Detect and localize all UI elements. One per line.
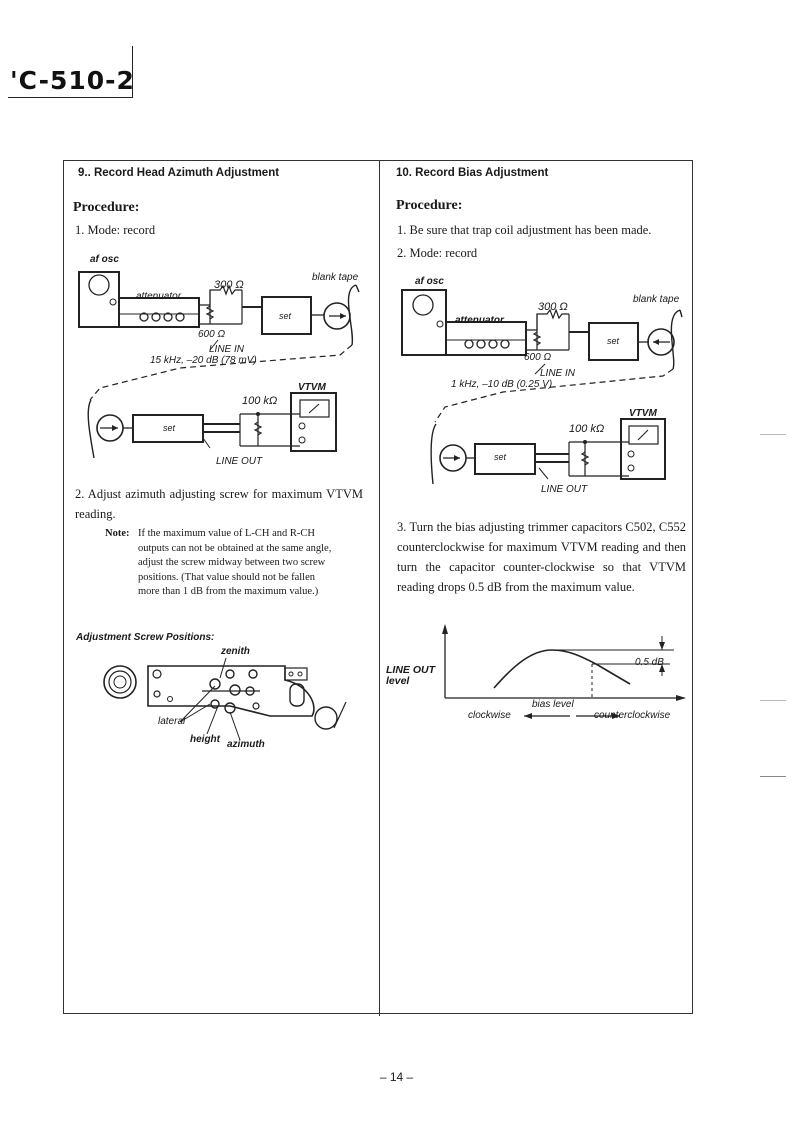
label-600-ohm: 600 Ω	[198, 329, 226, 340]
label-line-in: LINE IN	[209, 344, 245, 355]
left-record-diagram: af osc 300 Ω blank tape attenuator set 6…	[70, 250, 370, 480]
label-vtvm-right: VTVM	[629, 408, 657, 419]
label-azimuth: azimuth	[227, 739, 265, 750]
content-frame	[63, 160, 693, 1014]
label-100k-ohm: 100 kΩ	[242, 395, 278, 407]
label-blank-tape: blank tape	[312, 272, 359, 283]
label-line-out-right: LINE OUT	[541, 484, 588, 495]
label-set: set	[279, 311, 292, 321]
graph-ylabel: LINE OUT level	[386, 664, 435, 687]
label-600-ohm-right: 600 Ω	[524, 352, 552, 363]
label-line-in-right: LINE IN	[540, 368, 576, 379]
screw-positions-title: Adjustment Screw Positions:	[76, 632, 215, 643]
label-300-ohm-right: 300 Ω	[538, 301, 568, 313]
header-rule-horizontal	[8, 97, 133, 98]
edge-mark	[760, 434, 786, 435]
model-number: 'C-510-2	[10, 66, 135, 95]
right-section-title: 10. Record Bias Adjustment	[396, 167, 549, 179]
right-step-3: 3. Turn the bias adjusting trimmer capac…	[397, 520, 686, 594]
label-af-osc: af osc	[90, 254, 119, 265]
label-blank-tape-right: blank tape	[633, 294, 680, 305]
right-record-diagram-art	[401, 289, 683, 485]
page-number: – 14 –	[379, 1070, 414, 1084]
left-section-title: 9.. Record Head Azimuth Adjustment	[78, 167, 280, 179]
screw-positions-art	[103, 657, 347, 741]
header-rule-vertical	[132, 46, 133, 98]
label-set-playback-right: set	[494, 452, 507, 462]
left-step-2: 2. Adjust azimuth adjusting screw for ma…	[75, 487, 363, 521]
left-record-diagram-art	[78, 271, 360, 459]
label-100k-ohm-right: 100 kΩ	[569, 423, 605, 435]
label-300-ohm: 300 Ω	[214, 279, 244, 291]
label-attenuator-right: attenuator	[455, 315, 504, 326]
note-label: Note:	[105, 528, 130, 539]
label-lateral: lateral	[158, 716, 186, 727]
edge-mark	[760, 700, 786, 701]
column-divider	[379, 160, 380, 1016]
graph-clockwise: clockwise	[468, 710, 511, 721]
label-signal-level-right: 1 kHz, –10 dB (0.25 V)	[451, 379, 553, 390]
graph-drop-label: 0.5 dB	[635, 657, 664, 668]
right-step-2: 2. Mode: record	[397, 246, 478, 260]
label-attenuator: attenuator	[136, 291, 182, 302]
label-signal-level: 15 kHz, –20 dB (78 mV)	[150, 355, 257, 366]
bias-graph: LINE OUT level 0.5 dB bias level clockwi…	[384, 620, 689, 730]
label-set-right: set	[607, 336, 620, 346]
graph-xlabel: bias level	[532, 699, 574, 710]
note-text: If the maximum value of L-CH and R-CH ou…	[138, 528, 332, 597]
bias-graph-art	[442, 624, 686, 719]
right-step-1: 1. Be sure that trap coil adjustment has…	[397, 223, 652, 237]
right-record-diagram: af osc 300 Ω blank tape attenuator set 6…	[393, 272, 693, 502]
label-af-osc-right: af osc	[415, 276, 444, 287]
label-height: height	[190, 734, 220, 745]
left-step-1: 1. Mode: record	[75, 223, 156, 237]
graph-counterclockwise: counterclockwise	[594, 710, 670, 721]
label-zenith: zenith	[221, 646, 250, 657]
right-procedure-heading: Procedure:	[396, 198, 463, 213]
screw-positions-diagram: zenith lateral height azimuth	[90, 646, 360, 756]
edge-mark	[760, 776, 786, 777]
left-procedure-heading: Procedure:	[73, 200, 140, 215]
label-set-playback: set	[163, 423, 176, 433]
graph-counterclockwise-text: counterclockwise	[594, 710, 671, 721]
label-line-out: LINE OUT	[216, 456, 263, 467]
label-vtvm: VTVM	[298, 382, 326, 393]
